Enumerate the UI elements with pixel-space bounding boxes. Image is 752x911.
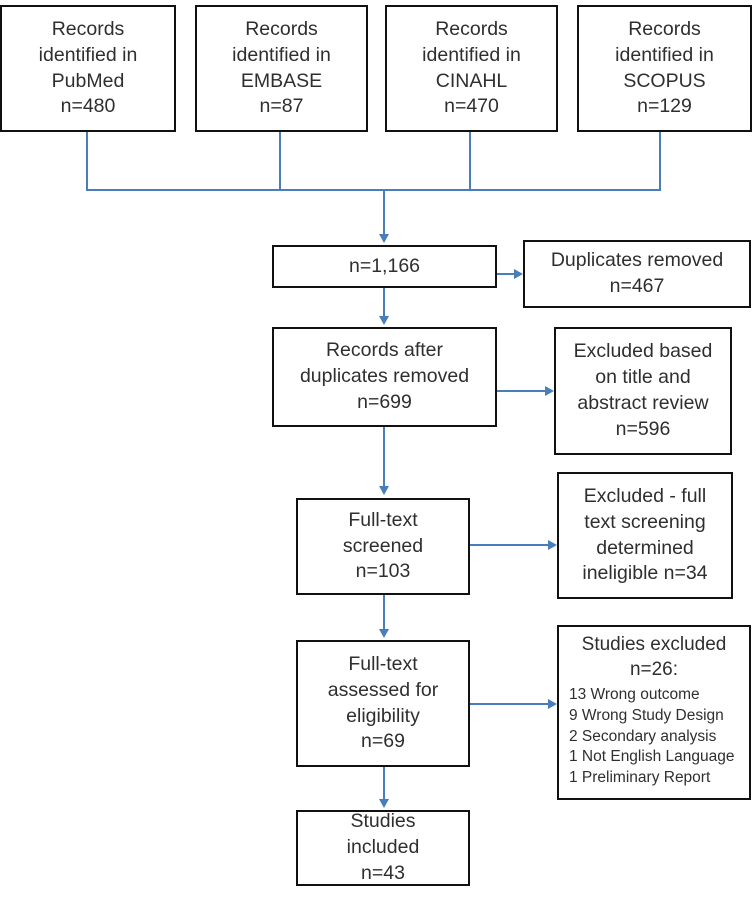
studies-included-line-2: included [346, 836, 420, 859]
connector-to-studies-excluded [470, 703, 549, 705]
excluded-title-line-3: abstract review [577, 392, 709, 414]
source-line-2: identified in [422, 43, 521, 66]
studies-excluded-count: n=26: [629, 658, 679, 680]
source-line-1: Records [628, 17, 701, 40]
source-line-2: identified in [615, 43, 714, 66]
studies-excluded-reason: 9 Wrong Study Design [569, 706, 724, 724]
source-box-cinahl: Records identified in CINAHL n=470 [385, 5, 558, 132]
source-box-pubmed: Records identified in PubMed n=480 [0, 5, 176, 132]
connector-merge-to-total [383, 189, 385, 236]
arrow-right-to-studies-excluded-icon [548, 699, 557, 709]
connector-after-duplicates-to-screened [383, 427, 385, 487]
connector-to-excluded-title [497, 390, 546, 392]
arrow-down-to-after-duplicates-icon [379, 316, 389, 325]
records-after-duplicates-box: Records after duplicates removed n=699 [272, 327, 497, 427]
excluded-fulltext-line-3: determined [596, 536, 694, 559]
full-text-screened-box: Full-text screened n=103 [296, 498, 470, 595]
source-database-name: SCOPUS [623, 69, 706, 92]
arrow-right-to-excluded-title-icon [545, 386, 554, 396]
duplicates-removed-box: Duplicates removed n=467 [523, 240, 751, 308]
total-records-count: n=1,166 [348, 254, 421, 277]
studies-included-line-1: Studies [350, 810, 416, 833]
studies-excluded-title: Studies excluded [581, 634, 727, 655]
source-line-1: Records [245, 17, 318, 40]
full-text-assessed-line-3: eligibility [346, 704, 420, 727]
source-line-1: Records [435, 17, 508, 40]
connector-screened-to-assessed [383, 595, 385, 630]
connector-total-to-after-duplicates [383, 288, 385, 318]
source-count: n=129 [637, 95, 692, 118]
excluded-title-line-1: Excluded based [573, 340, 713, 363]
source-line-2: identified in [38, 43, 138, 66]
connector-embase-down [279, 131, 281, 191]
studies-excluded-reason: 1 Preliminary Report [569, 768, 711, 786]
source-count: n=87 [259, 95, 304, 118]
excluded-full-text-box: Excluded - full text screening determine… [557, 472, 733, 599]
connector-pubmed-down [86, 131, 88, 191]
source-database-name: PubMed [51, 69, 125, 92]
duplicates-removed-count: n=467 [609, 275, 665, 297]
duplicates-removed-label: Duplicates removed [550, 249, 724, 272]
full-text-screened-line-1: Full-text [348, 508, 418, 531]
connector-scopus-down [659, 131, 661, 191]
full-text-assessed-line-1: Full-text [348, 652, 418, 675]
connector-cinahl-down [469, 131, 471, 191]
source-count: n=470 [444, 95, 499, 118]
excluded-title-line-2: on title and [595, 366, 691, 389]
connector-merge-bus [86, 189, 661, 191]
source-count: n=480 [60, 95, 116, 118]
excluded-fulltext-line-2: text screening [584, 510, 706, 533]
source-database-name: EMBASE [240, 69, 323, 92]
arrow-right-to-excluded-fulltext-icon [548, 540, 557, 550]
arrow-down-to-assessed-icon [379, 629, 389, 638]
records-after-duplicates-count: n=699 [357, 390, 412, 413]
source-line-1: Records [51, 17, 125, 40]
studies-included-box: Studies included n=43 [296, 810, 470, 886]
records-after-duplicates-line-2: duplicates removed [299, 365, 470, 388]
source-line-2: identified in [232, 43, 331, 66]
source-box-scopus: Records identified in SCOPUS n=129 [577, 5, 752, 132]
connector-assessed-to-included [383, 767, 385, 800]
full-text-assessed-box: Full-text assessed for eligibility n=69 [296, 640, 470, 767]
source-box-embase: Records identified in EMBASE n=87 [195, 5, 368, 132]
arrow-right-to-duplicates-icon [514, 269, 523, 279]
studies-excluded-reason: 13 Wrong outcome [569, 686, 700, 704]
records-after-duplicates-line-1: Records after [325, 339, 444, 362]
connector-to-excluded-fulltext [470, 544, 549, 546]
arrow-down-to-screened-icon [379, 486, 389, 495]
excluded-title-count: n=596 [615, 417, 671, 440]
studies-excluded-reasons-list: 13 Wrong outcome 9 Wrong Study Design 2 … [563, 685, 745, 788]
full-text-screened-line-2: screened [342, 534, 424, 557]
arrow-down-to-total-icon [379, 234, 389, 243]
excluded-fulltext-line-4: ineligible n=34 [582, 562, 708, 585]
excluded-title-abstract-box: Excluded based on title and abstract rev… [554, 327, 732, 455]
full-text-assessed-line-2: assessed for [327, 678, 439, 701]
studies-excluded-box: Studies excluded n=26: 13 Wrong outcome … [557, 625, 751, 800]
excluded-fulltext-line-1: Excluded - full [583, 484, 707, 507]
full-text-screened-count: n=103 [355, 560, 411, 583]
studies-excluded-reason: 2 Secondary analysis [569, 727, 717, 745]
studies-excluded-reason: 1 Not English Language [569, 748, 735, 766]
connector-total-to-duplicates [497, 273, 515, 275]
arrow-down-to-included-icon [379, 799, 389, 808]
full-text-assessed-count: n=69 [361, 730, 405, 753]
source-database-name: CINAHL [435, 69, 508, 92]
total-records-box: n=1,166 [272, 245, 497, 288]
studies-included-count: n=43 [361, 861, 405, 884]
